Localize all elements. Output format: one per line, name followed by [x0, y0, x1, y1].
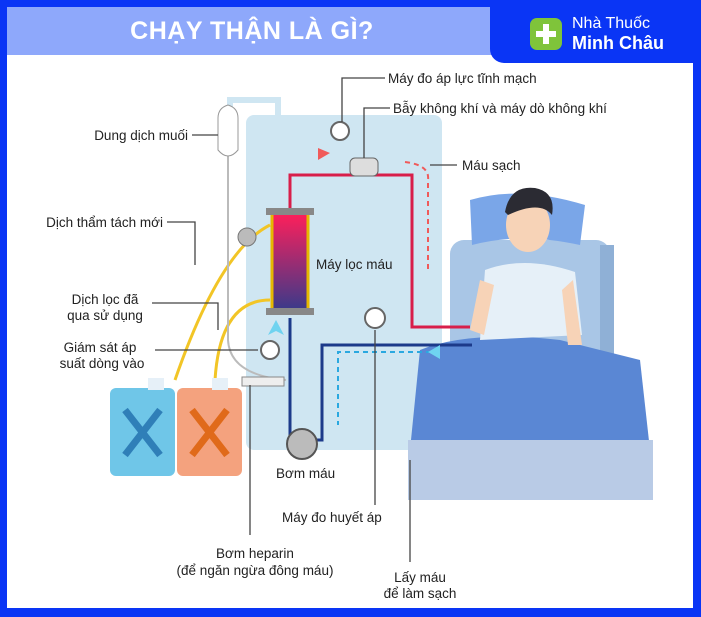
clean-blood-arrow: [404, 161, 430, 270]
brand-logo: Nhà Thuốc Minh Châu: [490, 0, 701, 63]
plus-cross-icon: [530, 18, 562, 50]
label-venous-pressure: Máy đo áp lực tĩnh mạch: [388, 71, 537, 86]
title-band: CHẠY THẬN LÀ GÌ?: [7, 7, 497, 55]
logo-text-line2: Minh Châu: [572, 33, 664, 53]
inflow-pressure-gauge-icon: [260, 340, 280, 360]
patient-bed: [408, 193, 653, 500]
bp-gauge-icon: [364, 307, 386, 329]
patient: [470, 187, 582, 345]
dialysis-machine: [246, 115, 442, 450]
label-draw-blood-1: Lấy máu: [394, 570, 446, 585]
label-used-dialysate-1: Dịch lọc đã: [72, 292, 139, 307]
heparin-syringe-icon: [241, 376, 285, 387]
label-blood-pump: Bơm máu: [276, 466, 335, 481]
dirty-blood-arrow: [337, 351, 440, 425]
label-bp-monitor: Máy đo huyết áp: [282, 510, 382, 525]
label-air-trap: Bẫy không khí và máy dò không khí: [393, 101, 607, 116]
logo-text-line1: Nhà Thuốc: [572, 15, 650, 32]
label-draw-blood-2: để làm sạch: [384, 586, 457, 601]
label-heparin-1: Bơm heparin: [216, 546, 294, 561]
saline-bag: [217, 104, 239, 157]
page-title: CHẠY THẬN LÀ GÌ?: [130, 17, 374, 45]
flow-arrow-right-icon: [318, 148, 330, 160]
used-dialysate-jug: [177, 378, 242, 476]
dialyzer: [270, 211, 310, 312]
label-clean-blood: Máu sạch: [462, 158, 521, 173]
label-fresh-dialysate: Dịch thẩm tách mới: [46, 215, 163, 230]
label-used-dialysate-2: qua sử dụng: [67, 308, 143, 323]
label-dialyzer: Máy lọc máu: [316, 257, 393, 272]
fresh-dialysate-tube: [173, 223, 271, 381]
blood-pump-icon: [286, 428, 318, 460]
clean-blood-line: [288, 173, 470, 329]
dirty-blood-line: [288, 318, 472, 442]
flow-arrow-left-icon: [428, 345, 440, 359]
air-trap-icon: [349, 157, 379, 177]
label-saline: Dung dịch muối: [94, 128, 188, 143]
label-inflow-monitor-2: suất dòng vào: [60, 356, 145, 371]
flow-arrow-up-icon: [268, 320, 284, 335]
venous-pressure-gauge-icon: [330, 121, 350, 141]
dialysate-pump-icon: [237, 227, 257, 247]
label-heparin-2: (để ngăn ngừa đông máu): [177, 563, 334, 578]
used-dialysate-tube: [213, 298, 271, 381]
label-inflow-monitor-1: Giám sát áp: [64, 340, 137, 355]
fresh-dialysate-jug: [110, 378, 175, 476]
